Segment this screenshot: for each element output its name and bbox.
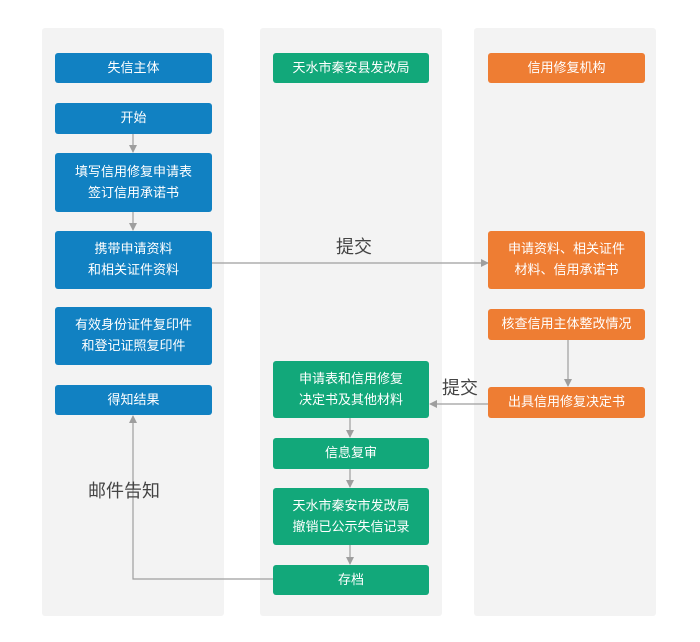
edge-label-submit-mid: 提交 bbox=[442, 378, 478, 399]
node-decision: 出具信用修复决定书 bbox=[488, 387, 645, 418]
node-app-materials: 申请资料、相关证件 材料、信用承诺书 bbox=[488, 231, 645, 289]
node-start: 开始 bbox=[55, 103, 212, 134]
node-carry-docs: 携带申请资料 和相关证件资料 bbox=[55, 231, 212, 289]
node-forms: 申请表和信用修复 决定书及其他材料 bbox=[273, 361, 429, 418]
node-archive: 存档 bbox=[273, 565, 429, 595]
node-revoke: 天水市秦安市发改局 撤销已公示失信记录 bbox=[273, 488, 429, 545]
lane-header-right: 信用修复机构 bbox=[488, 53, 645, 83]
node-copies: 有效身份证件复印件 和登记证照复印件 bbox=[55, 307, 212, 365]
node-check: 核查信用主体整改情况 bbox=[488, 309, 645, 340]
edge-label-submit-top: 提交 bbox=[336, 237, 372, 258]
arrow-archive-to-result bbox=[129, 415, 273, 580]
node-result: 得知结果 bbox=[55, 385, 212, 415]
lane-header-mid: 天水市秦安县发改局 bbox=[273, 53, 429, 83]
lane-header-left: 失信主体 bbox=[55, 53, 212, 83]
node-fill-form: 填写信用修复申请表 签订信用承诺书 bbox=[55, 153, 212, 212]
edge-label-mail-notice: 邮件告知 bbox=[88, 481, 160, 502]
node-review: 信息复审 bbox=[273, 438, 429, 469]
